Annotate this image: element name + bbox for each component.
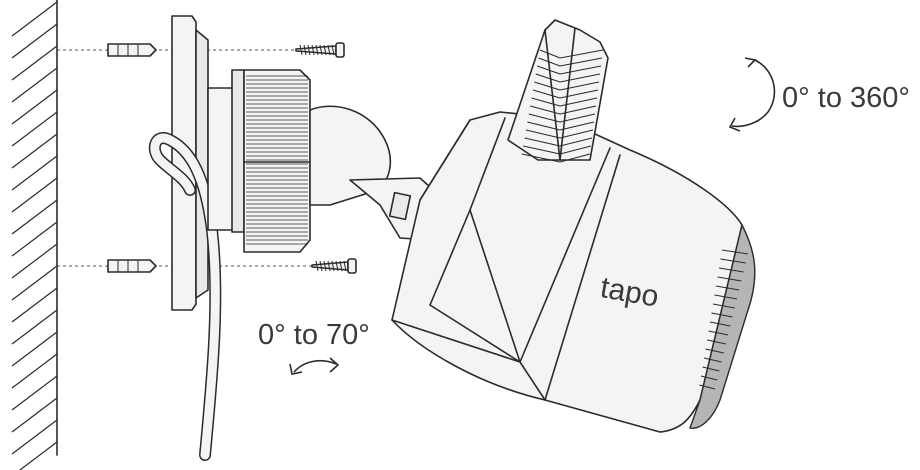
thread-line [303,44,307,56]
screw-bottom [311,258,357,274]
grille-line [711,312,733,318]
grille-line [705,348,724,354]
grille-line [715,285,740,291]
wall [11,0,58,470]
hatch-line [11,287,58,323]
mounting-plate [171,15,209,311]
thread-line [315,44,319,56]
antenna-rib [537,65,561,75]
antenna-rib [559,73,601,83]
grille-line [720,258,746,264]
hatch-line [11,67,58,103]
antenna-rib [559,145,592,155]
hatch-line [11,265,58,301]
antenna-rib [559,129,594,139]
antenna-rib [530,105,561,115]
hatch-line [18,441,58,470]
hatch-line [11,45,58,81]
thread-line [315,260,319,272]
wall-anchor-top [107,43,157,57]
antenna-rib [559,153,591,163]
thread-line [299,44,303,56]
grille-line [703,357,722,363]
antenna-rib [534,81,561,91]
hatch-line [11,243,58,279]
thread-line [323,260,327,272]
antenna-rib [559,137,593,147]
thread-line [307,44,311,56]
wall-hatching [11,1,58,470]
hatch-line [11,1,58,37]
grille-line [717,276,742,282]
thread-line [335,260,339,272]
antenna-rib [539,49,561,59]
hatch-line [11,111,58,147]
thread-line [319,260,323,272]
thread-line [331,260,335,272]
antenna-rib [559,121,595,131]
hatch-line [11,199,58,235]
hatch-line [11,397,58,433]
thread-line [323,44,327,56]
power-cable [148,132,222,461]
hatch-line [11,419,58,455]
camera-body [391,111,756,433]
screw-top [295,42,345,58]
grille-line [699,384,716,390]
antenna-rib [559,89,599,99]
antenna-rib [524,137,561,147]
antenna-rib [532,89,561,99]
thread-line [319,44,323,56]
grille-line [708,330,729,336]
hatch-line [11,375,58,411]
antenna [507,19,609,163]
antenna-rib [559,113,596,123]
hatch-line [11,331,58,367]
hatch-line [11,23,58,59]
grille-line [702,366,720,372]
antenna-rib [559,49,604,59]
rotation-label: 0° to 360° [782,82,910,114]
antenna-rib [559,97,598,107]
rotation-indicator: 0° to 360° [728,57,910,132]
antenna-rib [559,57,603,67]
thread-line [311,44,315,56]
hatch-line [11,309,58,345]
hatch-line [11,155,58,191]
antenna-rib [559,65,602,75]
thread-line [331,44,335,56]
antenna-rib [528,113,561,123]
antenna-rib [538,57,561,67]
antenna-rib [525,129,561,139]
thread-line [339,260,343,272]
wall-anchor-bottom [107,259,157,273]
tilt-label: 0° to 70° [258,319,370,351]
antenna-rib [559,105,597,115]
antenna-rib [523,145,561,155]
thread-line [327,260,331,272]
antenna-rib [527,121,561,131]
antenna-rib [531,97,561,107]
thread-line [327,44,331,56]
hatch-line [11,133,58,169]
grille-line [721,249,749,255]
grille-line [700,375,718,381]
tilt-indicator: 0° to 70° [258,319,370,375]
grille-line [714,294,738,300]
hatch-line [11,89,58,125]
hatch-line [11,221,58,257]
thread-line [343,260,347,272]
hatch-line [11,177,58,213]
grille-line [709,321,731,327]
antenna-rib [521,153,561,163]
mount-base-collar [207,69,311,253]
antenna-rib [559,81,600,91]
grille-line [712,303,735,309]
hatch-line [11,353,58,389]
grille-line [718,267,744,273]
grille-line [706,339,727,345]
antenna-rib [535,73,561,83]
